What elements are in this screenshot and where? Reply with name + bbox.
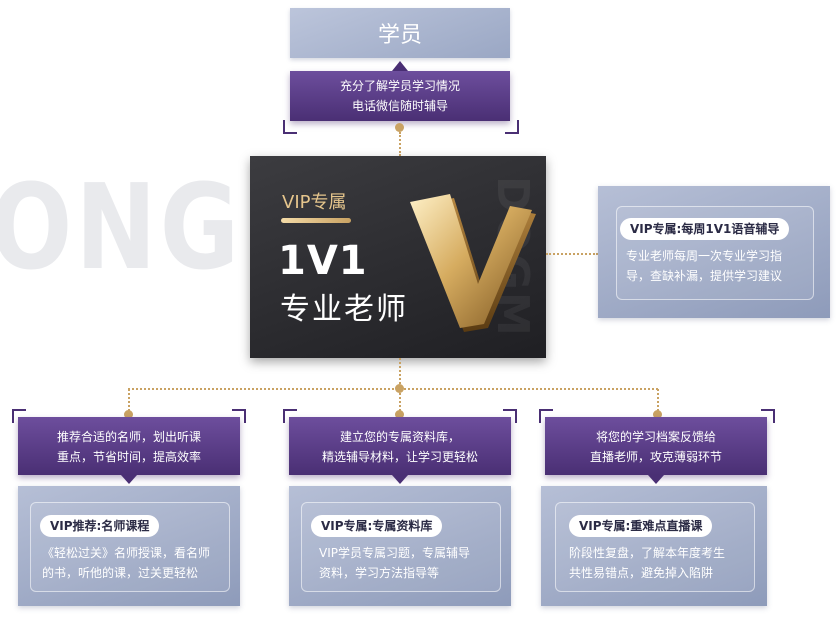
top-desc-line: 充分了解学员学习情况	[339, 79, 460, 93]
card-line: 资料，学习方法指导等	[319, 566, 440, 580]
connector-dot	[395, 123, 404, 132]
branch-desc-line: 推荐合适的名师，划出听课	[56, 430, 201, 444]
card-line: VIP学员专属习题，专属辅导	[319, 546, 470, 560]
live-class-card: VIP专属:重难点直播课 阶段性复盘，了解本年度考生 共性易错点，避免掉入陷阱	[541, 486, 767, 606]
vip-tag: VIP专属	[282, 192, 347, 213]
connector-line	[546, 253, 598, 255]
branch-description-2: 建立您的专属资料库， 精选辅导材料，让学习更轻松	[289, 417, 511, 475]
top-description: 充分了解学员学习情况 电话微信随时辅导	[290, 71, 510, 121]
card-line: 阶段性复盘，了解本年度考生	[569, 546, 726, 560]
branch-desc-line: 直播老师，攻克薄弱环节	[589, 450, 722, 464]
connector-line	[399, 358, 401, 388]
branch-desc-line: 重点，节省时间，提高效率	[56, 450, 201, 464]
branch-desc-line: 精选辅导材料，让学习更轻松	[321, 450, 478, 464]
connector-dot	[653, 410, 662, 419]
gold-v-logo-icon	[410, 194, 536, 332]
center-title: 1V1	[278, 238, 368, 284]
arrow-down-icon	[121, 475, 137, 484]
arrow-down-icon	[392, 475, 408, 484]
arrow-up-icon	[392, 61, 408, 71]
branch-desc-line: 建立您的专属资料库，	[339, 430, 460, 444]
card-line: 《轻松过关》名师授课，看名师	[42, 546, 211, 560]
vip-badge: VIP专属:每周1V1语音辅导	[620, 218, 790, 240]
branch-description-1: 推荐合适的名师，划出听课 重点，节省时间，提高效率	[18, 417, 240, 475]
branch-desc-line: 将您的学习档案反馈给	[595, 430, 716, 444]
card-line: 的书，听他的课，过关更轻松	[42, 566, 199, 580]
student-node: 学员	[290, 8, 510, 58]
connector-line	[128, 388, 658, 390]
connector-line	[399, 132, 401, 156]
weekly-voice-card: VIP专属:每周1V1语音辅导 专业老师每周一次专业学习指 导，查缺补漏，提供学…	[598, 186, 830, 318]
resource-library-card: VIP专属:专属资料库 VIP学员专属习题，专属辅导 资料，学习方法指导等	[289, 486, 511, 606]
connector-line	[128, 389, 130, 411]
connector-dot	[395, 410, 404, 419]
card-line: 导，查缺补漏，提供学习建议	[626, 269, 783, 283]
connector-line	[399, 393, 401, 411]
vip-badge: VIP专属:专属资料库	[311, 515, 443, 537]
student-label: 学员	[377, 23, 422, 48]
center-subtitle: 专业老师	[280, 292, 408, 327]
top-desc-line: 电话微信随时辅导	[351, 99, 448, 113]
gold-underline	[281, 218, 351, 223]
card-line: 共性易错点，避免掉入陷阱	[569, 566, 714, 580]
bracket-corner-icon	[283, 409, 297, 423]
bracket-corner-icon	[539, 409, 553, 423]
branch-description-3: 将您的学习档案反馈给 直播老师，攻克薄弱环节	[545, 417, 767, 475]
connector-line	[657, 389, 659, 411]
bracket-corner-icon	[12, 409, 26, 423]
bracket-corner-icon	[503, 409, 517, 423]
card-line: 专业老师每周一次专业学习指	[626, 249, 783, 263]
bracket-corner-icon	[232, 409, 246, 423]
vip-badge: VIP专属:重难点直播课	[569, 515, 713, 537]
bracket-corner-icon	[283, 120, 297, 134]
vip-badge: VIP推荐:名师课程	[40, 515, 160, 537]
vip-1v1-card: DOGM VIP专属 1V1 专业老师	[250, 156, 546, 358]
teacher-course-card: VIP推荐:名师课程 《轻松过关》名师授课，看名师 的书，听他的课，过关更轻松	[18, 486, 240, 606]
connector-dot	[124, 410, 133, 419]
bracket-corner-icon	[505, 120, 519, 134]
bracket-corner-icon	[761, 409, 775, 423]
arrow-down-icon	[648, 475, 664, 484]
